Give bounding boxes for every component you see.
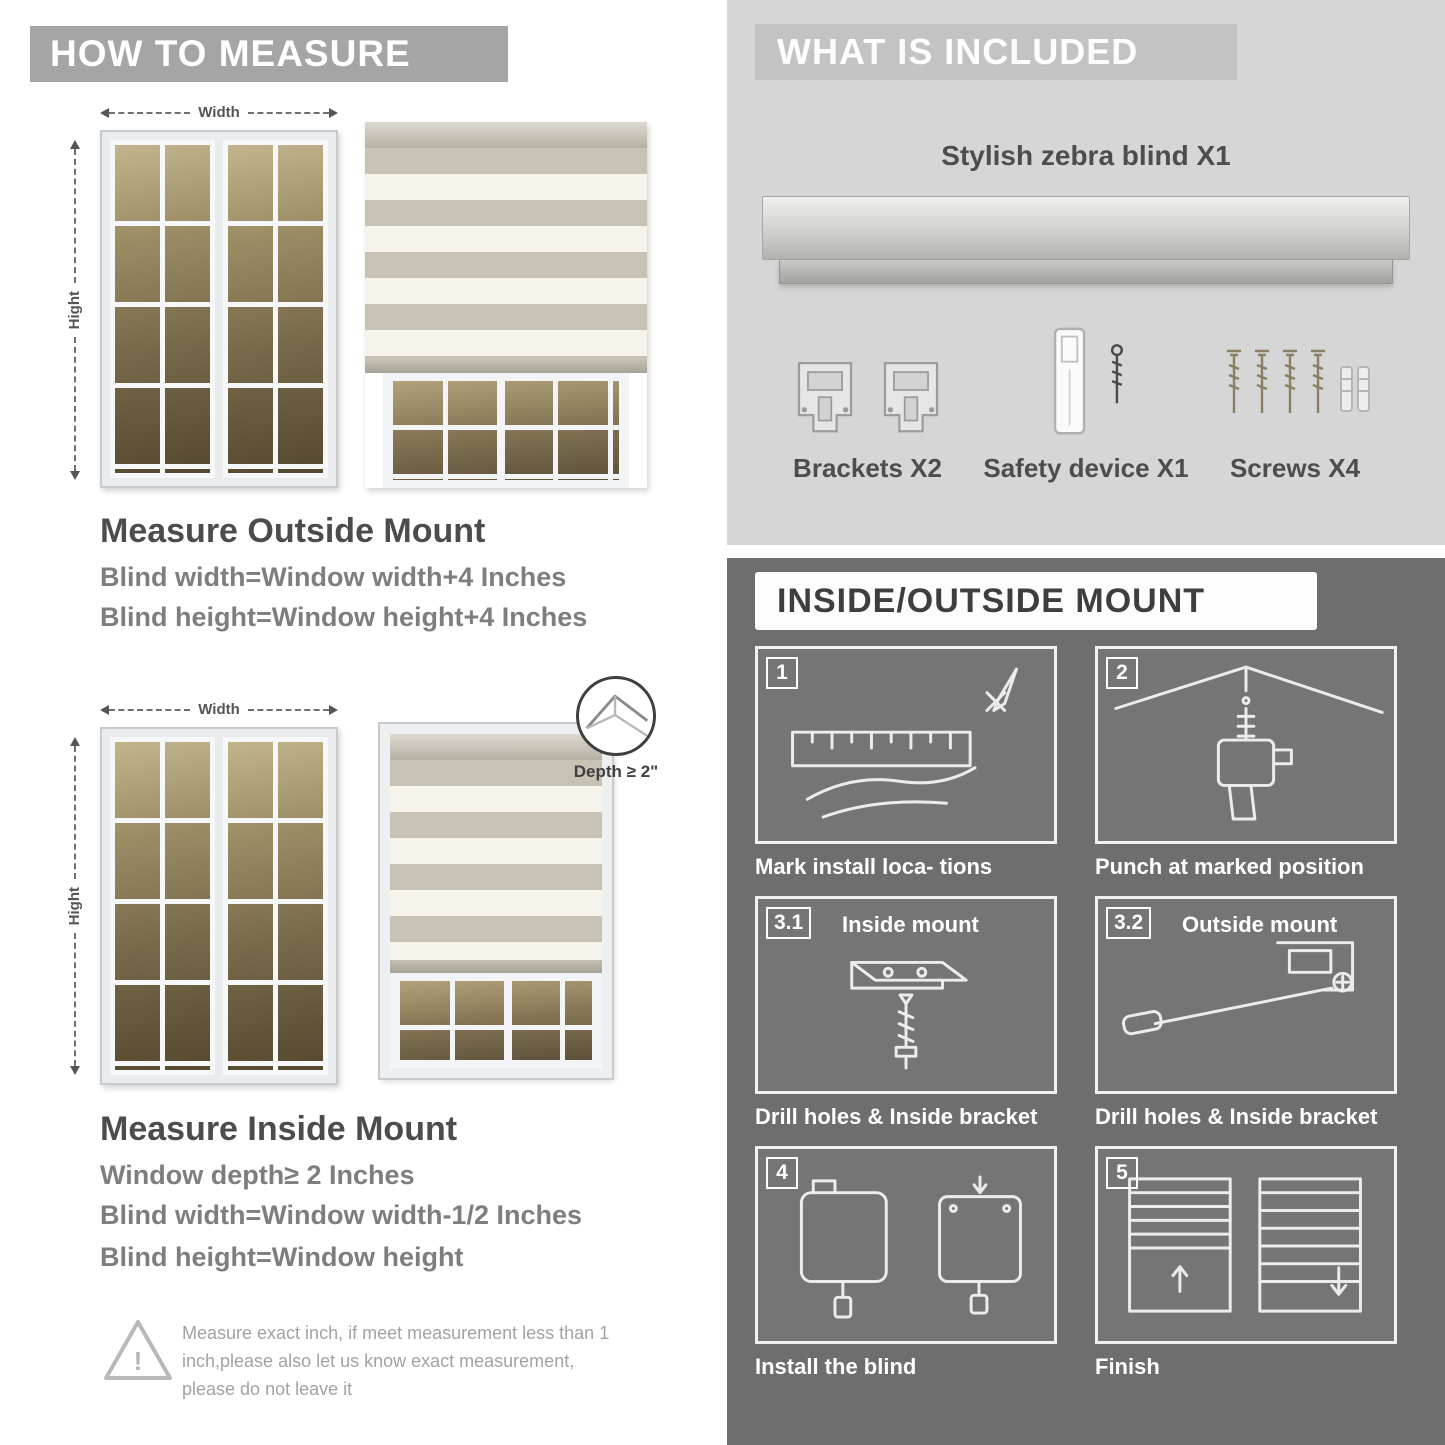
step-1-caption: Mark install loca- tions [755, 854, 993, 879]
step-5: 5 Finish [1095, 1146, 1397, 1380]
what-is-included-section: WHAT IS INCLUDED Stylish zebra blind X1 … [727, 0, 1445, 545]
inside-height-arrow: Hight [66, 737, 83, 1076]
warning-triangle-icon: ! [100, 1316, 176, 1386]
width-label: Width [198, 701, 240, 718]
arrow-down-icon [69, 471, 80, 481]
height-label: Hight [66, 290, 83, 330]
step-4-panel: 4 [755, 1146, 1057, 1344]
brackets-label: Brackets X2 [793, 453, 942, 483]
step-5-caption: Finish [1095, 1354, 1160, 1379]
depth-callout: Depth ≥ 2" [556, 676, 676, 782]
how-to-measure-header: HOW TO MEASURE [30, 26, 508, 82]
bracket-icon [883, 361, 938, 433]
window-sash [223, 737, 328, 1075]
install-blind-icon [799, 1175, 1022, 1319]
finish-blinds-icon [1128, 1177, 1362, 1313]
step-3-2: 3.2 Outside mount Drill holes & Inside b… [1095, 896, 1397, 1130]
what-is-included-header: WHAT IS INCLUDED [755, 24, 1237, 80]
inside-bracket-icon [850, 960, 968, 1070]
measure-mark-icon [791, 667, 1018, 819]
step-3-1: 3.1 Inside mount Drill holes & Inside br… [755, 896, 1057, 1130]
step-2-panel: 2 [1095, 646, 1397, 844]
window-below-blind [390, 973, 602, 1068]
outside-formula-width: Blind width=Window width+4 Inches [100, 562, 567, 592]
step-5-panel: 5 [1095, 1146, 1397, 1344]
blind-bottom-rail [365, 360, 647, 373]
step-3-2-caption: Drill holes & Inside bracket [1095, 1104, 1378, 1129]
inside-width-arrow: Width [100, 701, 339, 718]
step-2: 2 Punch at marked position [1095, 646, 1397, 880]
inside-mount-title: Measure Inside Mount [100, 1110, 458, 1148]
included-item-screws: Screws X4 [1205, 322, 1385, 484]
inside-formula-height: Blind height=Window height [100, 1242, 464, 1272]
blind-stripes [365, 148, 647, 360]
outside-mount-title: Measure Outside Mount [100, 512, 486, 550]
step-3-1-caption: Drill holes & Inside bracket [755, 1104, 1038, 1129]
blind-stripes [390, 760, 602, 960]
blind-cassette [390, 734, 602, 760]
what-is-included-title: WHAT IS INCLUDED [777, 31, 1139, 72]
zebra-blind-outside-illustration [365, 122, 647, 488]
step-1-panel: 1 [755, 646, 1057, 844]
screws-label: Screws X4 [1229, 453, 1361, 483]
window-photo [100, 727, 338, 1085]
outside-height-arrow: Hight [66, 140, 83, 481]
mount-title: INSIDE/OUTSIDE MOUNT [777, 582, 1206, 620]
step-3-2-panel: 3.2 Outside mount [1095, 896, 1397, 1094]
blind-cassette [365, 122, 647, 148]
arrow-down-icon [69, 1066, 80, 1076]
step-1: 1 Mark install loca- tions [755, 646, 1057, 880]
step-number: 3.1 [766, 907, 812, 939]
safety-device-label: Safety device X1 [983, 453, 1189, 483]
safety-device-icon [1053, 327, 1123, 435]
inside-depth-rule: Window depth≥ 2 Inches [100, 1160, 415, 1190]
outside-formula-height: Blind height=Window height+4 Inches [100, 602, 588, 632]
window-below-blind [383, 373, 629, 488]
bracket-icon [797, 361, 852, 433]
warning-text: Measure exact inch, if meet measurement … [182, 1323, 610, 1399]
screws-icon [1227, 349, 1370, 413]
step-number: 5 [1106, 1157, 1138, 1189]
window-sash [110, 737, 215, 1075]
blind-bottom-rail [390, 960, 602, 973]
height-label: Hight [66, 886, 83, 926]
drill-icon [1114, 665, 1384, 821]
mount-header: INSIDE/OUTSIDE MOUNT [755, 572, 1317, 630]
how-to-measure-title: HOW TO MEASURE [50, 33, 411, 74]
arrow-up-icon [69, 737, 80, 746]
step-number: 3.2 [1106, 907, 1152, 939]
included-item-brackets: Brackets X2 [775, 322, 960, 484]
how-to-measure-section: HOW TO MEASURE Width Hight Measure Outsi… [0, 0, 710, 1445]
width-label: Width [198, 104, 240, 121]
arrow-up-icon [69, 140, 80, 149]
step-3-2-label: Outside mount [1182, 912, 1338, 937]
window-photo [100, 130, 338, 488]
blind-headrail-valance [779, 260, 1393, 284]
blind-headrail-image [762, 196, 1410, 260]
step-3-1-label: Inside mount [842, 912, 979, 937]
depth-callout-label: Depth ≥ 2" [573, 762, 659, 781]
blind-item-label: Stylish zebra blind X1 [941, 140, 1231, 171]
inside-formula-width: Blind width=Window width-1/2 Inches [100, 1200, 583, 1230]
step-4: 4 Install the blind [755, 1146, 1057, 1380]
mount-instructions-section: INSIDE/OUTSIDE MOUNT 1 Mark install loca… [727, 558, 1445, 1445]
arrow-left-icon [100, 704, 109, 715]
window-sash [110, 140, 215, 478]
warning-exclamation: ! [133, 1346, 143, 1376]
arrow-right-icon [329, 107, 339, 118]
included-item-safety-device: Safety device X1 [977, 322, 1195, 484]
step-number: 4 [766, 1157, 798, 1189]
step-2-caption: Punch at marked position [1095, 854, 1364, 879]
step-number: 2 [1106, 657, 1138, 689]
window-sash [223, 140, 328, 478]
arrow-left-icon [100, 107, 109, 118]
corner-detail-icon [576, 676, 656, 756]
arrow-right-icon [329, 704, 339, 715]
step-4-caption: Install the blind [755, 1354, 917, 1379]
step-3-1-panel: 3.1 Inside mount [755, 896, 1057, 1094]
outside-width-arrow: Width [100, 104, 339, 121]
step-number: 1 [766, 657, 798, 689]
outside-bracket-icon [1122, 941, 1355, 1036]
zebra-blind-inside-illustration [378, 722, 614, 1080]
